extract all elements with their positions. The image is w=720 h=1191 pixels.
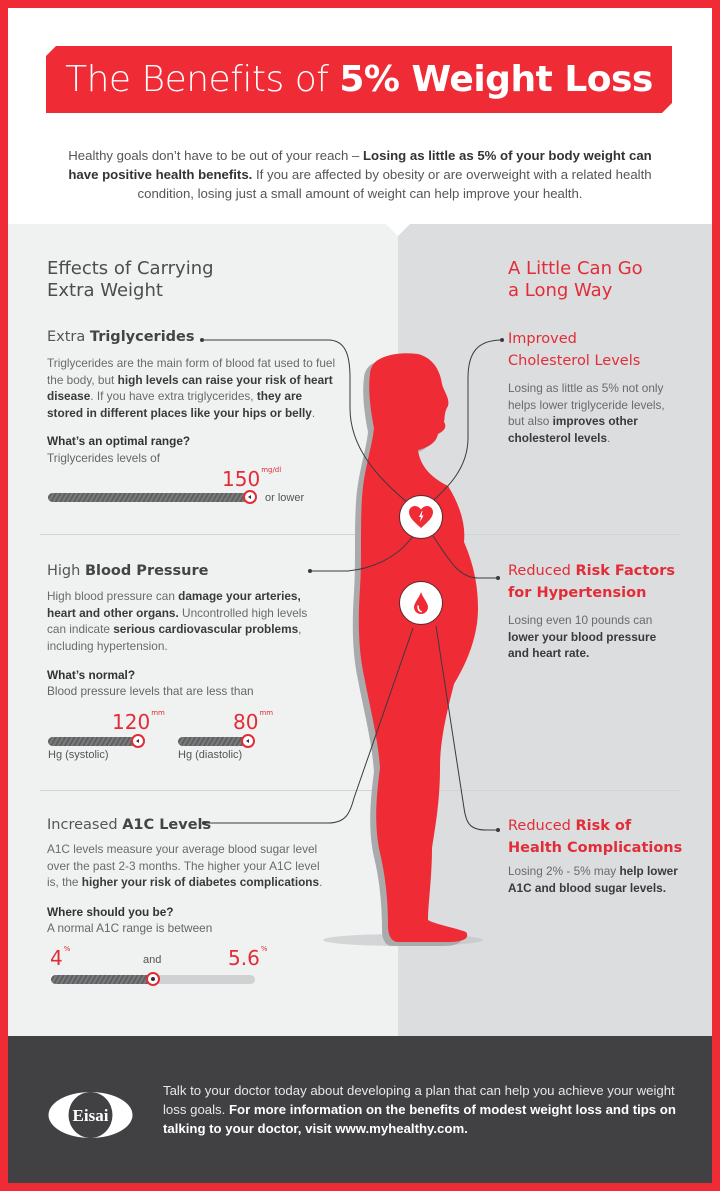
footer-text: Talk to your doctor today about developi… [163, 1083, 676, 1136]
a1c-title: Increased A1C Levels [47, 817, 212, 833]
diastolic-value: 80mm [233, 709, 274, 734]
complications-text: Losing 2% - 5% may help lower A1C and bl… [508, 864, 678, 895]
cholesterol-text: Losing as little as 5% not only helps lo… [508, 381, 665, 445]
gauge-marker [243, 490, 257, 504]
complications-title: Reduced Risk of Health Complications [508, 818, 683, 856]
triglycerides-question: What’s an optimal range? [47, 434, 191, 448]
intro-text: Healthy goals don’t have to be out of yo… [68, 148, 652, 201]
title-banner: The Benefits of 5% Weight Loss [46, 46, 672, 113]
systolic-label: Hg (systolic) [48, 749, 109, 761]
triglycerides-question-sub: Triglycerides levels of [47, 451, 160, 465]
blood-drop-icon-badge [399, 581, 443, 625]
triglycerides-suffix: or lower [265, 492, 305, 504]
heart-icon [409, 506, 433, 528]
a1c-low-value: 4% [50, 945, 71, 970]
infographic: The Benefits of 5% Weight Loss Healthy g… [8, 8, 712, 1183]
eisai-logo: Eisai [48, 1092, 133, 1138]
svg-text:Eisai: Eisai [73, 1106, 109, 1125]
a1c-question-sub: A normal A1C range is between [47, 921, 213, 935]
heart-icon-badge [399, 495, 443, 539]
blood-pressure-text: High blood pressure can damage your arte… [47, 589, 308, 653]
divider [40, 790, 680, 791]
a1c-question: Where should you be? [47, 905, 174, 919]
triglycerides-title: Extra Triglycerides [47, 329, 195, 345]
a1c-text: A1C levels measure your average blood su… [47, 842, 323, 889]
systolic-value: 120mm [112, 709, 165, 734]
diastolic-gauge [178, 737, 248, 746]
blood-drop-icon [414, 592, 428, 614]
triglycerides-value: 150mg/dl [222, 466, 282, 491]
hypertension-text: Losing even 10 pounds can lower your blo… [508, 613, 657, 660]
blood-pressure-title: High Blood Pressure [47, 563, 209, 579]
a1c-and-label: and [143, 954, 162, 966]
triglycerides-gauge [48, 493, 248, 502]
page-title: The Benefits of 5% Weight Loss [65, 59, 653, 100]
hypertension-title: Reduced Risk Factors for Hypertension [508, 563, 676, 601]
triglycerides-text: Triglycerides are the main form of blood… [47, 356, 336, 420]
gauge-marker [146, 972, 160, 986]
a1c-high-value: 5.6% [228, 945, 268, 970]
systolic-gauge [48, 737, 138, 746]
gauge-marker [241, 734, 255, 748]
blood-pressure-question: What’s normal? [47, 668, 136, 682]
blood-pressure-question-sub: Blood pressure levels that are less than [47, 684, 254, 698]
divider [40, 534, 680, 535]
diastolic-label: Hg (diastolic) [178, 749, 243, 761]
gauge-marker [131, 734, 145, 748]
